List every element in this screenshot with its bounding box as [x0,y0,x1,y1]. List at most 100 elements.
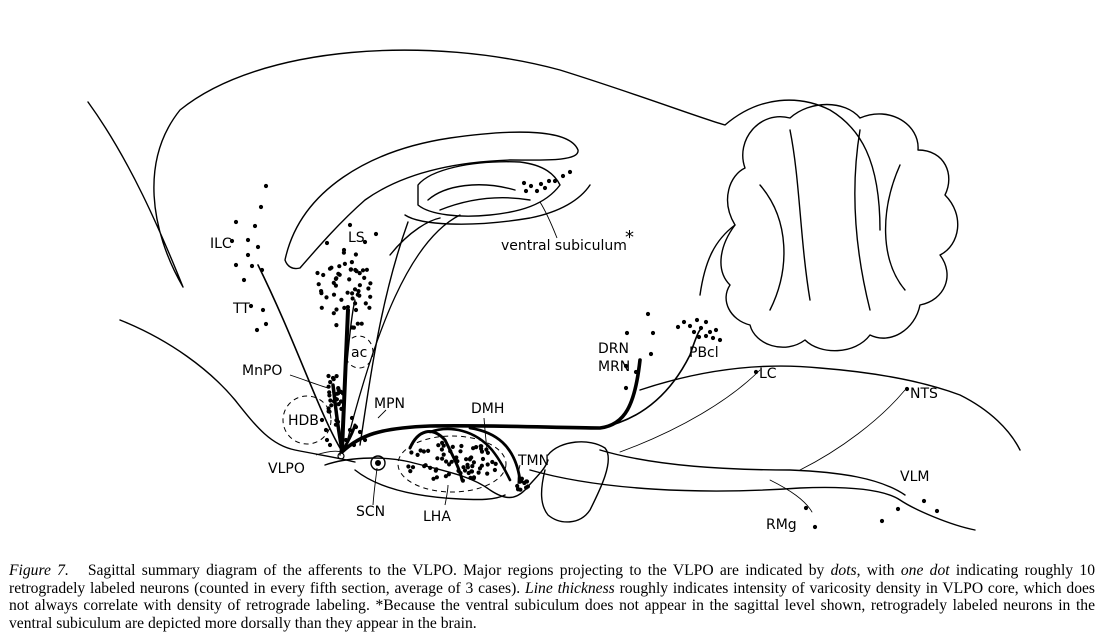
dot-lha [471,446,476,451]
hypothalamus-ventral [324,457,549,499]
dot-ls [357,271,362,276]
dot-ilc [248,303,254,309]
dot-ls [350,325,355,330]
dot-ilc [252,223,258,229]
label-vlm: VLM [900,469,929,485]
dot-ls [362,275,367,280]
dot-pbcl [687,323,693,329]
dot-drn [624,330,630,336]
dot-lha [446,472,451,477]
dot-vlm [803,505,809,511]
dot-ls [363,301,368,306]
dot-pbcl [691,329,697,335]
dot-ls [347,277,352,282]
dot-ilc [229,238,235,244]
dot-mnpo [329,403,334,408]
dot-lha [410,465,416,470]
dot-ls [350,296,355,301]
dot-pbcl [696,334,702,340]
dot-vlm [934,508,940,514]
label-ac: ac [351,345,367,361]
dot-tmn [519,479,524,484]
region-labels: ILC LS TT ac MnPO HDB MPN VLPO SCN LHA D… [210,227,938,533]
dot-ls [357,293,362,298]
label-ventral-subiculum: ventral subiculum [501,238,627,254]
dot-lha [484,447,489,452]
label-nts: NTS [910,386,938,402]
dot-mpn [353,424,359,430]
dot-lha [450,444,455,449]
fornix [404,184,591,225]
dot-drn [633,369,639,375]
dot-lha [480,456,486,462]
dot-pbcl [681,319,687,325]
dot-lha [485,462,490,467]
dot-lha [444,459,449,464]
dot-mpn [362,437,368,443]
hippocampus [417,161,561,217]
label-rmg: RMg [766,517,797,533]
dot-mpn [349,415,355,421]
dot-ilc [255,244,261,250]
dot-mpn [351,442,357,448]
dot-drn [623,363,629,369]
dot-ls [367,305,372,310]
dot-ls [364,267,369,272]
caption-text-1: Sagittal summary diagram of the afferent… [87,562,831,579]
dot-ls [347,222,353,228]
dot-pbcl [703,319,709,325]
ilc-projection [257,264,341,449]
caption-one-dot: one dot [900,562,950,579]
dot-lha [409,450,414,455]
pbcl-projection [599,329,701,429]
dot-ls [353,252,358,257]
dot-hdb [327,442,333,448]
dot-ls [366,286,371,291]
dot-pbcl [717,337,723,343]
dot-tmn [525,484,531,489]
dot-lha [476,470,481,475]
dot-lha [469,469,474,474]
dot-drn [650,330,656,336]
label-ls: LS [348,230,365,246]
dot-lha [454,455,459,460]
caption-text-4: roughly indicates intensity of varicosit… [9,579,1096,632]
dot-ls [334,307,339,312]
dot-lha [470,464,475,469]
ls-projection [340,308,350,452]
dot-lha [426,448,431,453]
dorsal-outline [87,49,881,288]
dot-lha [440,456,445,461]
dot-ls [319,289,324,294]
dot-vlm [895,506,901,512]
dot-ilc [254,327,260,333]
dot-mnpo [336,402,341,407]
label-drn: DRN [598,341,629,357]
dot-ls [353,307,359,313]
dot-ventral-subiculum [534,188,540,194]
dot-lha [477,466,483,471]
dot-ls [334,323,339,328]
brainstem-ventral [529,469,976,531]
dot-lha [436,443,441,448]
labeled-neuron-dots [229,169,940,530]
dot-pbcl [710,335,716,341]
dot-lha [433,468,438,473]
dot-ls [349,260,354,265]
dot-lha [471,460,476,465]
brain-outlines [87,49,1021,531]
pons [540,441,609,523]
dot-ls [321,272,326,278]
corpus-callosum [284,131,579,270]
scn-nucleus [370,455,386,471]
dot-lha [458,449,463,454]
dot-mnpo [327,393,332,398]
dot-lha [421,449,426,454]
dot-lha [434,475,439,480]
label-tmn: TMN [517,453,549,469]
tmn-projection [468,426,522,482]
dot-pbcl [675,324,681,330]
dot-ventral-subiculum [542,185,548,191]
label-lc: LC [759,366,777,382]
dot-ilc [245,252,251,258]
